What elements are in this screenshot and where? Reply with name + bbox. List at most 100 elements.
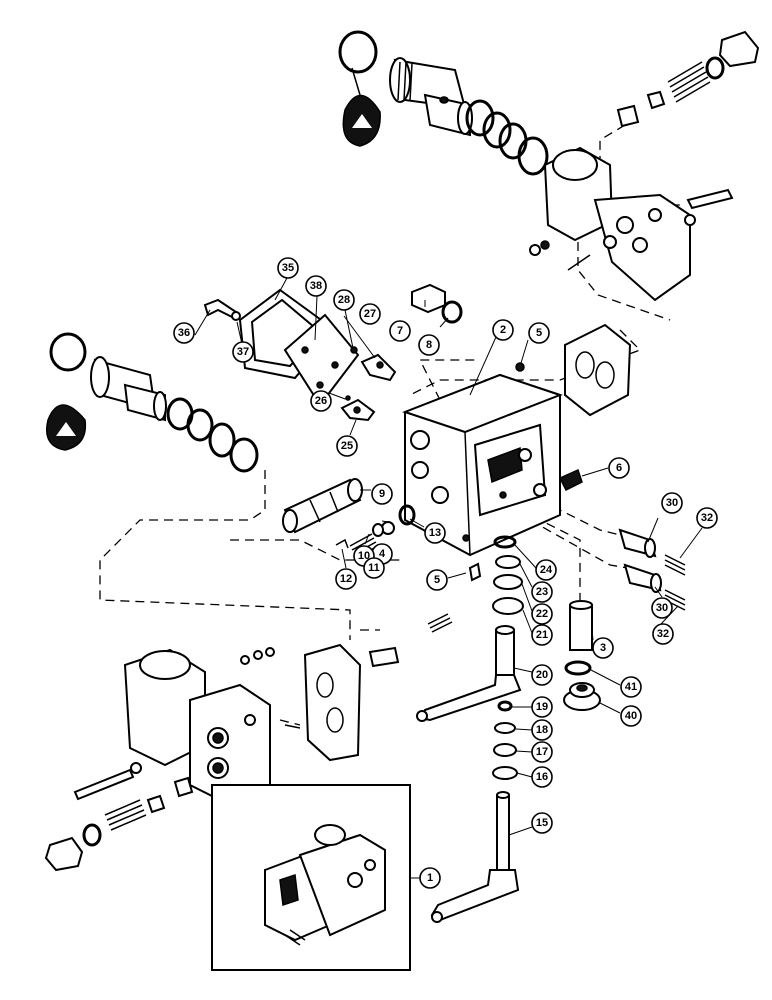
callout-17: 17 — [531, 741, 553, 763]
left-spool-cartridge — [90, 356, 167, 422]
svg-text:8: 8 — [426, 339, 432, 351]
svg-text:18: 18 — [536, 724, 548, 736]
svg-text:12: 12 — [340, 573, 352, 585]
callout-30-top: 30 — [661, 492, 683, 514]
lower-valve-body — [123, 648, 271, 807]
callout-32-top: 32 — [696, 507, 718, 529]
svg-text:2: 2 — [500, 324, 506, 336]
plunger-lower — [623, 563, 662, 593]
callout-41: 41 — [620, 676, 642, 698]
callout-2: 2 — [492, 319, 514, 341]
callout-24: 24 — [535, 559, 557, 581]
svg-text:35: 35 — [282, 262, 294, 274]
callout-3: 3 — [592, 637, 614, 659]
callout-11: 11 — [363, 557, 385, 579]
svg-text:24: 24 — [540, 564, 553, 576]
callout-13: 13 — [424, 522, 446, 544]
callout-28: 28 — [333, 289, 355, 311]
callout-36: 36 — [173, 322, 195, 344]
svg-text:15: 15 — [536, 817, 548, 829]
svg-text:28: 28 — [338, 294, 350, 306]
leader-lines — [194, 277, 703, 879]
assembly-guide-lines — [99, 124, 680, 726]
callout-21: 21 — [531, 624, 553, 646]
callout-18: 18 — [531, 719, 553, 741]
svg-text:26: 26 — [315, 395, 327, 407]
upper-valve-section — [338, 30, 760, 302]
upper-valve-body — [543, 146, 691, 302]
callout-20: 20 — [531, 664, 553, 686]
callout-22: 22 — [531, 603, 553, 625]
callout-9: 9 — [371, 483, 393, 505]
svg-text:41: 41 — [625, 681, 637, 693]
callout-16: 16 — [531, 766, 553, 788]
svg-text:37: 37 — [237, 346, 249, 358]
svg-text:7: 7 — [397, 325, 403, 337]
svg-text:27: 27 — [364, 308, 376, 320]
assembled-valve-inset — [211, 784, 411, 971]
cover-gasket — [283, 313, 360, 407]
callout-15: 15 — [531, 812, 553, 834]
callout-12: 12 — [335, 568, 357, 590]
center-gasket — [564, 323, 632, 417]
callout-40: 40 — [620, 705, 642, 727]
callout-8: 8 — [418, 334, 440, 356]
callout-6: 6 — [608, 457, 630, 479]
upper-spool-cartridge — [389, 57, 473, 137]
svg-text:5: 5 — [434, 574, 440, 586]
sleeve — [569, 600, 593, 651]
upper-tag-ring — [338, 30, 381, 147]
svg-text:21: 21 — [536, 629, 548, 641]
callout-35: 35 — [277, 257, 299, 279]
plug-and-oring — [411, 283, 463, 324]
svg-text:40: 40 — [625, 710, 637, 722]
callout-32-bottom: 32 — [652, 623, 674, 645]
upper-lever-shaft — [416, 625, 522, 722]
callout-23: 23 — [531, 581, 553, 603]
callout-1: 1 — [419, 867, 441, 889]
svg-text:32: 32 — [701, 512, 713, 524]
plug-oring — [564, 660, 592, 676]
lower-gasket — [303, 643, 362, 762]
callout-19: 19 — [531, 696, 553, 718]
svg-text:30: 30 — [666, 497, 678, 509]
svg-text:6: 6 — [616, 462, 622, 474]
svg-text:19: 19 — [536, 701, 548, 713]
svg-text:5: 5 — [536, 327, 542, 339]
svg-text:22: 22 — [536, 608, 548, 620]
spring-upper — [664, 554, 686, 576]
svg-text:3: 3 — [600, 642, 606, 654]
center-valve-body — [402, 373, 563, 557]
svg-text:1: 1 — [427, 872, 433, 884]
svg-text:9: 9 — [379, 488, 385, 500]
left-tag-ring — [46, 332, 87, 451]
upper-relief-parts — [529, 30, 760, 271]
svg-text:4: 4 — [379, 548, 386, 560]
callout-26: 26 — [310, 390, 332, 412]
lower-lever-shaft — [430, 791, 520, 923]
callout-5-bottom: 5 — [426, 569, 448, 591]
svg-text:11: 11 — [368, 562, 380, 574]
svg-text:17: 17 — [536, 746, 548, 758]
callouts: 1 2 3 4 5 5 6 7 8 9 10 11 12 13 15 16 17… — [173, 257, 718, 889]
plug-fitting — [563, 682, 601, 711]
svg-text:30: 30 — [656, 602, 668, 614]
svg-text:36: 36 — [178, 327, 190, 339]
svg-text:10: 10 — [358, 550, 370, 562]
svg-text:25: 25 — [341, 440, 353, 452]
callout-25: 25 — [336, 435, 358, 457]
svg-text:38: 38 — [310, 280, 322, 292]
svg-text:20: 20 — [536, 669, 548, 681]
svg-text:16: 16 — [536, 771, 548, 783]
callout-30-bottom: 30 — [651, 597, 673, 619]
svg-text:32: 32 — [657, 628, 669, 640]
svg-text:23: 23 — [536, 586, 548, 598]
callout-7: 7 — [389, 320, 411, 342]
main-spool — [282, 478, 363, 534]
svg-text:13: 13 — [429, 527, 441, 539]
plunger-upper — [618, 528, 657, 558]
callout-37: 37 — [232, 341, 254, 363]
spool-spring — [349, 533, 379, 559]
callout-27: 27 — [359, 303, 381, 325]
